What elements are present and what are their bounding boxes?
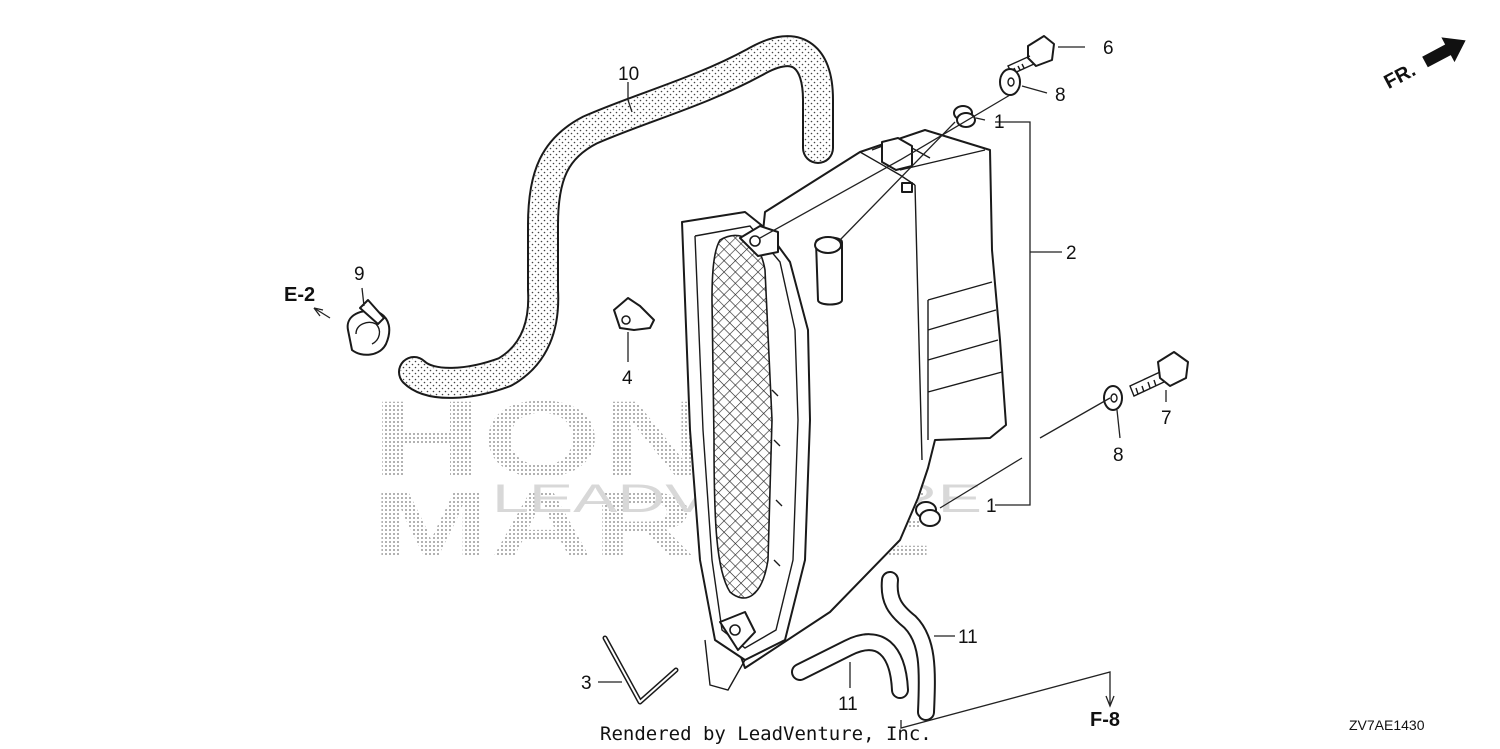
- leader-lines: [313, 46, 1167, 729]
- small-hose-elbow: [791, 633, 909, 699]
- diagram-code: ZV7AE1430: [1349, 717, 1425, 733]
- callout-4: 4: [622, 368, 633, 389]
- callout-1-lower: 1: [986, 496, 997, 517]
- reference-e2[interactable]: E-2: [284, 284, 315, 306]
- wire-clip: [602, 635, 679, 705]
- grommet-lower: [915, 501, 941, 527]
- small-hose-bend: [880, 571, 936, 721]
- washer-lower: [1103, 385, 1123, 411]
- callout-10: 10: [618, 64, 639, 85]
- callout-8-lower: 8: [1113, 445, 1124, 466]
- air-cleaner-case: [681, 129, 1007, 691]
- front-label: FR.: [1381, 59, 1420, 94]
- callouts: 10 6 8 1 2 9 4 7 8 1 11 3 11: [354, 38, 1172, 715]
- washer-upper: [999, 68, 1021, 96]
- callout-7: 7: [1161, 408, 1172, 429]
- clip: [613, 297, 655, 331]
- callout-3: 3: [581, 673, 592, 694]
- front-arrow-icon: [1422, 37, 1466, 68]
- callout-9: 9: [354, 264, 365, 285]
- callout-11-right: 11: [958, 627, 978, 648]
- front-direction-indicator: FR.: [1381, 37, 1466, 94]
- rendered-by-credit: Rendered by LeadVenture, Inc.: [600, 723, 932, 745]
- callout-1-upper: 1: [994, 112, 1005, 133]
- reference-f8[interactable]: F-8: [1090, 709, 1120, 731]
- callout-11-left: 11: [838, 694, 858, 715]
- bolt-lower: [1129, 351, 1189, 397]
- grommet-upper: [953, 105, 976, 128]
- bolt-upper: [1007, 35, 1055, 75]
- callout-6: 6: [1103, 38, 1114, 59]
- breather-hose: [398, 35, 834, 399]
- callout-8-upper: 8: [1055, 85, 1066, 106]
- hose-clamp: [346, 299, 391, 356]
- callout-2: 2: [1066, 243, 1077, 264]
